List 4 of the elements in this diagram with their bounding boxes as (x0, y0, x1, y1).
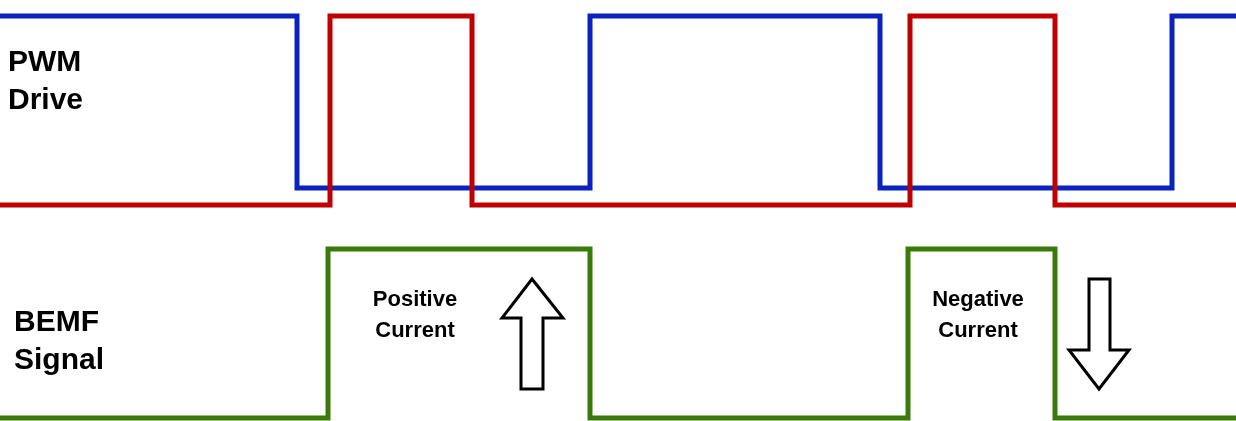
annotation-text: Negative Current (931, 285, 1025, 344)
annotation-text: Positive Current (371, 285, 459, 344)
signal-label: PWM Drive (8, 43, 85, 117)
signal-label: BEMF Signal (14, 303, 105, 377)
